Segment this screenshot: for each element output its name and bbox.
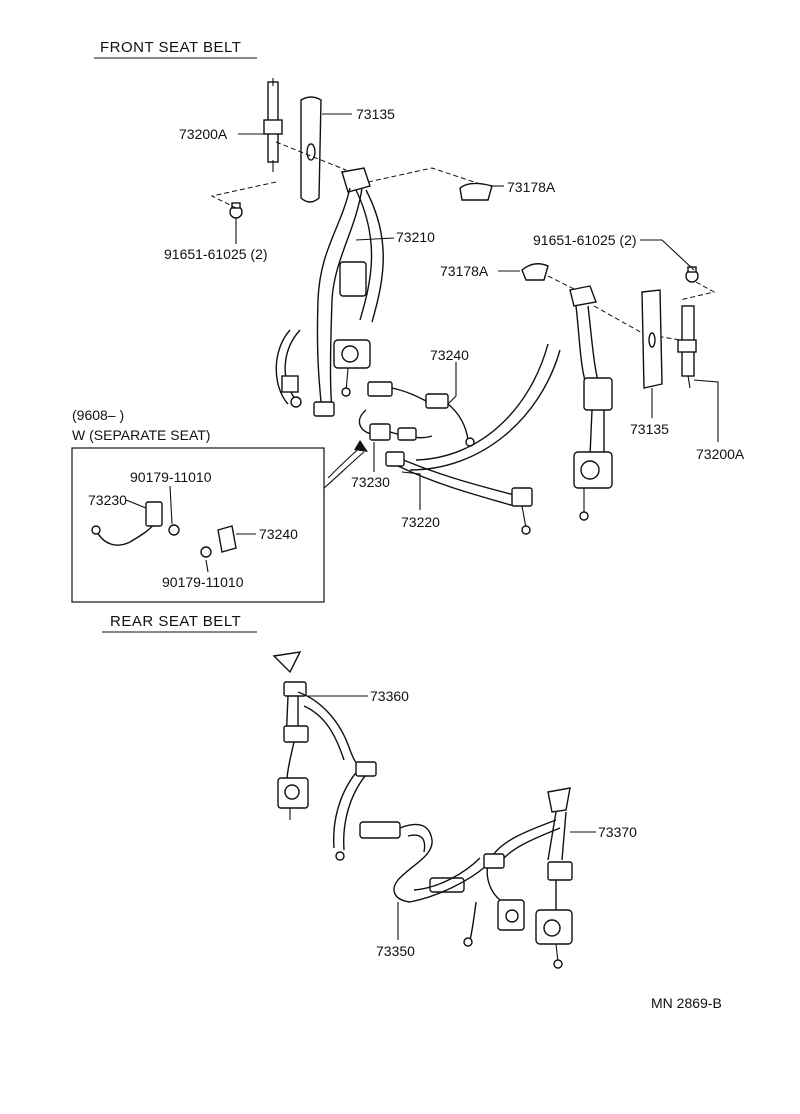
- inset-title: W (SEPARATE SEAT): [72, 427, 210, 443]
- rear-left-belt-73360: [272, 651, 377, 861]
- label-73200A-a: 73200A: [179, 126, 228, 142]
- separate-seat-inset: [71, 447, 325, 603]
- cap-73178A-left: [459, 182, 493, 201]
- cover-73135-right: [641, 289, 663, 389]
- front-right-belt-assembly: [521, 263, 716, 521]
- label-91651-a: 91651-61025 (2): [164, 246, 268, 262]
- label-73230-a: 73230: [351, 474, 390, 490]
- label-90179-a: 90179-11010: [130, 469, 212, 485]
- front-center-buckles: [358, 343, 561, 535]
- bolt-91651-right: [685, 266, 699, 283]
- label-73178A-b: 73178A: [440, 263, 489, 279]
- label-90179-b: 90179-11010: [162, 574, 244, 590]
- inset-date-note: (9608– ): [72, 407, 124, 423]
- rear-center-belt-73350: [359, 821, 487, 947]
- front-left-belt-assembly: [210, 78, 493, 417]
- label-73360: 73360: [370, 688, 409, 704]
- leader-lines: [125, 113, 719, 940]
- label-73220: 73220: [401, 514, 440, 530]
- label-73240-b: 73240: [259, 526, 298, 542]
- label-73210: 73210: [396, 229, 435, 245]
- label-73135-b: 73135: [630, 421, 669, 437]
- cover-73135-left: [300, 96, 322, 203]
- front-seat-belt-heading: FRONT SEAT BELT: [100, 39, 241, 56]
- label-73230-b: 73230: [88, 492, 127, 508]
- diagram-code: MN 2869-B: [651, 995, 722, 1011]
- adjuster-73200A-right: [677, 305, 697, 389]
- adjuster-73200A-left: [263, 78, 283, 172]
- rear-right-belt-73370: [483, 787, 573, 969]
- label-73135-a: 73135: [356, 106, 395, 122]
- label-73240-a: 73240: [430, 347, 469, 363]
- inset-arrow-icon: [354, 440, 368, 452]
- label-73200A-b: 73200A: [696, 446, 745, 462]
- cap-73178A-right: [521, 263, 549, 281]
- label-91651-b: 91651-61025 (2): [533, 232, 637, 248]
- label-73178A-a: 73178A: [507, 179, 556, 195]
- rear-seat-belt-heading: REAR SEAT BELT: [110, 613, 241, 630]
- bolt-91651-left: [229, 202, 243, 219]
- label-73370: 73370: [598, 824, 637, 840]
- label-73350: 73350: [376, 943, 415, 959]
